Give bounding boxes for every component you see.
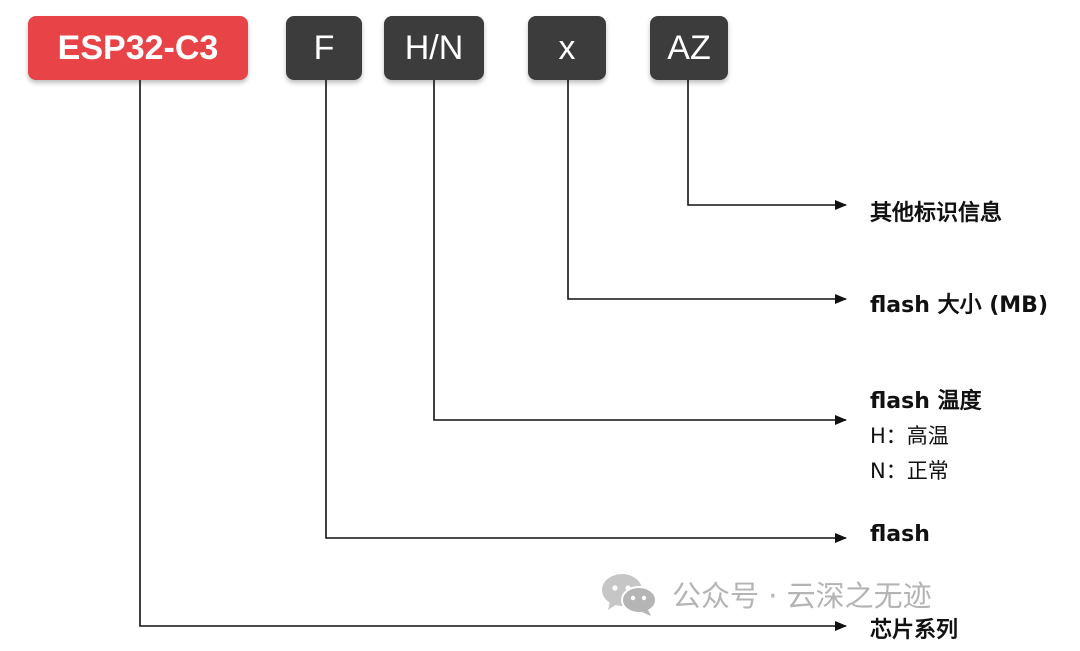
flash-size-code: x: [558, 29, 576, 67]
wechat-icon: [602, 574, 657, 616]
watermark: 公众号 · 云深之无迹: [600, 572, 932, 616]
temperature-code-box: H/N: [384, 16, 484, 80]
connector-flash: [325, 80, 847, 543]
connector-temperature: [433, 80, 847, 425]
label-flash: flash: [870, 522, 930, 547]
flash-code: F: [313, 29, 335, 67]
label-flash-size: flash 大小 (MB): [870, 293, 1048, 318]
watermark-text: 公众号 · 云深之无迹: [672, 579, 932, 613]
temperature-code: H/N: [404, 29, 464, 67]
flash-size-code-box: x: [528, 16, 606, 80]
chip-series-box: ESP32-C3: [28, 16, 248, 80]
chip-series-code: ESP32-C3: [57, 29, 219, 67]
label-temperature-high: H：高温: [870, 424, 949, 448]
label-chip-series: 芯片系列: [870, 618, 959, 643]
connector-other: [687, 80, 847, 210]
connector-size: [567, 80, 847, 304]
connector-series: [139, 80, 847, 631]
other-code-box: AZ: [650, 16, 728, 80]
flash-code-box: F: [286, 16, 362, 80]
label-temperature-normal: N：正常: [870, 459, 949, 483]
label-flash-temperature: flash 温度: [870, 389, 982, 414]
other-code: AZ: [667, 29, 711, 67]
label-other-info: 其他标识信息: [870, 201, 1003, 226]
